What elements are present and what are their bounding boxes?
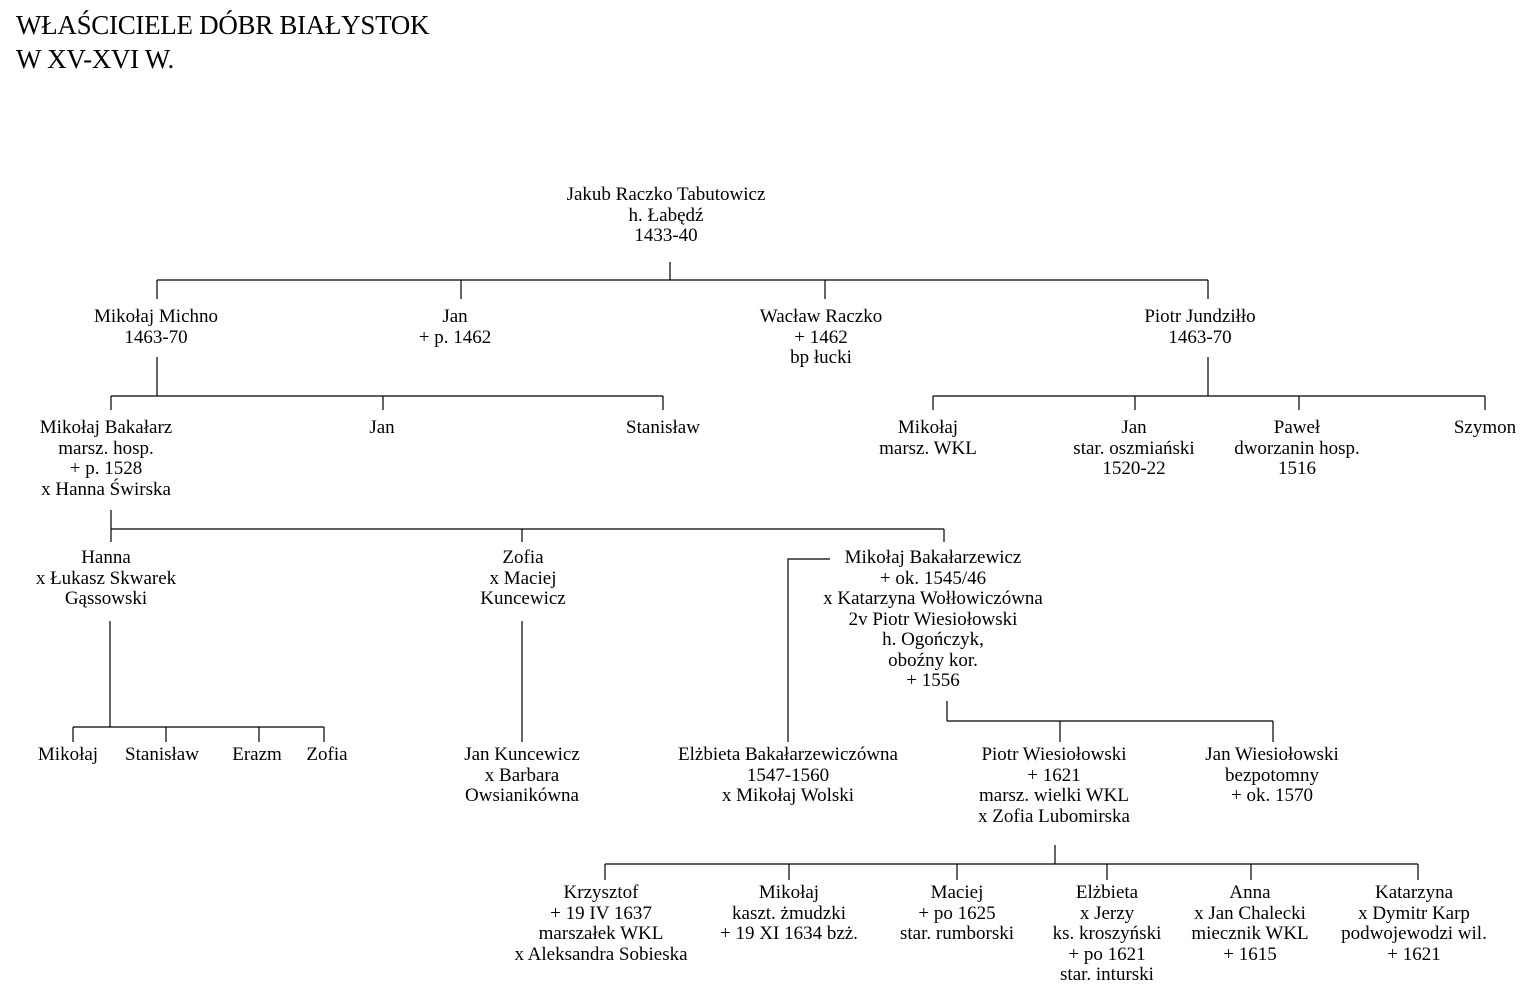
person-jan: Jan + p. 1462 [418, 306, 492, 348]
person-jan-kuncewicz: Jan Kuncewicz x Barbara Owsianikówna [464, 744, 580, 806]
person-zofia: Zofia x Maciej Kuncewicz [480, 547, 566, 609]
person-elzbieta: Elżbieta x Jerzy ks. kroszyński + po 162… [1052, 882, 1162, 985]
person-piotr-jundzillo: Piotr Jundziłło 1463-70 [1144, 306, 1256, 348]
person-stanislaw: Stanisław [125, 744, 199, 765]
person-katarzyna: Katarzyna x Dymitr Karp podwojewodzi wil… [1341, 882, 1487, 965]
person-zofia: Zofia [306, 744, 348, 765]
person-elzbieta-bakalarzewiczowna: Elżbieta Bakałarzewiczówna 1547-1560 x M… [678, 744, 898, 806]
person-stanislaw: Stanisław [626, 417, 700, 438]
person-piotr-wiesiolowski: Piotr Wiesiołowski + 1621 marsz. wielki … [978, 744, 1130, 827]
person-hanna: Hanna x Łukasz Skwarek Gąssowski [35, 547, 177, 609]
person-jan: Jan [369, 417, 395, 438]
person-anna: Anna x Jan Chalecki miecznik WKL + 1615 [1191, 882, 1309, 965]
person-pawel: Paweł dworzanin hosp. 1516 [1234, 417, 1360, 479]
person-maciej: Maciej + po 1625 star. rumborski [900, 882, 1014, 944]
person-waclaw-raczko: Wacław Raczko + 1462 bp łucki [759, 306, 883, 368]
person-mikolaj-kaszt-zmudzki: Mikołaj kaszt. żmudzki + 19 XI 1634 bzż. [720, 882, 858, 944]
person-mikolaj-bakalarzewicz: Mikołaj Bakałarzewicz + ok. 1545/46 x Ka… [823, 547, 1043, 691]
person-mikolaj-bakalarz: Mikołaj Bakałarz marsz. hosp. + p. 1528 … [39, 417, 173, 500]
title-line-1: WŁAŚCICIELE DÓBR BIAŁYSTOK [16, 10, 430, 40]
person-krzysztof: Krzysztof + 19 IV 1637 marszałek WKL x A… [514, 882, 688, 965]
diagram-title: WŁAŚCICIELE DÓBR BIAŁYSTOK W XV-XVI W. [16, 8, 430, 76]
person-jakub-raczko-tabutowicz: Jakub Raczko Tabutowicz h. Łabędź 1433-4… [566, 184, 766, 246]
person-jan-star-oszmianski: Jan star. oszmiański 1520-22 [1073, 417, 1195, 479]
person-mikolaj-marsz-wkl: Mikołaj marsz. WKL [879, 417, 977, 459]
person-mikolaj: Mikołaj [37, 744, 99, 765]
connector [787, 558, 830, 742]
person-szymon: Szymon [1453, 417, 1517, 438]
person-erazm: Erazm [232, 744, 282, 765]
title-line-2: W XV-XVI W. [16, 44, 174, 74]
person-mikolaj-michno: Mikołaj Michno 1463-70 [93, 306, 219, 348]
person-jan-wiesiolowski: Jan Wiesiołowski bezpotomny + ok. 1570 [1205, 744, 1339, 806]
